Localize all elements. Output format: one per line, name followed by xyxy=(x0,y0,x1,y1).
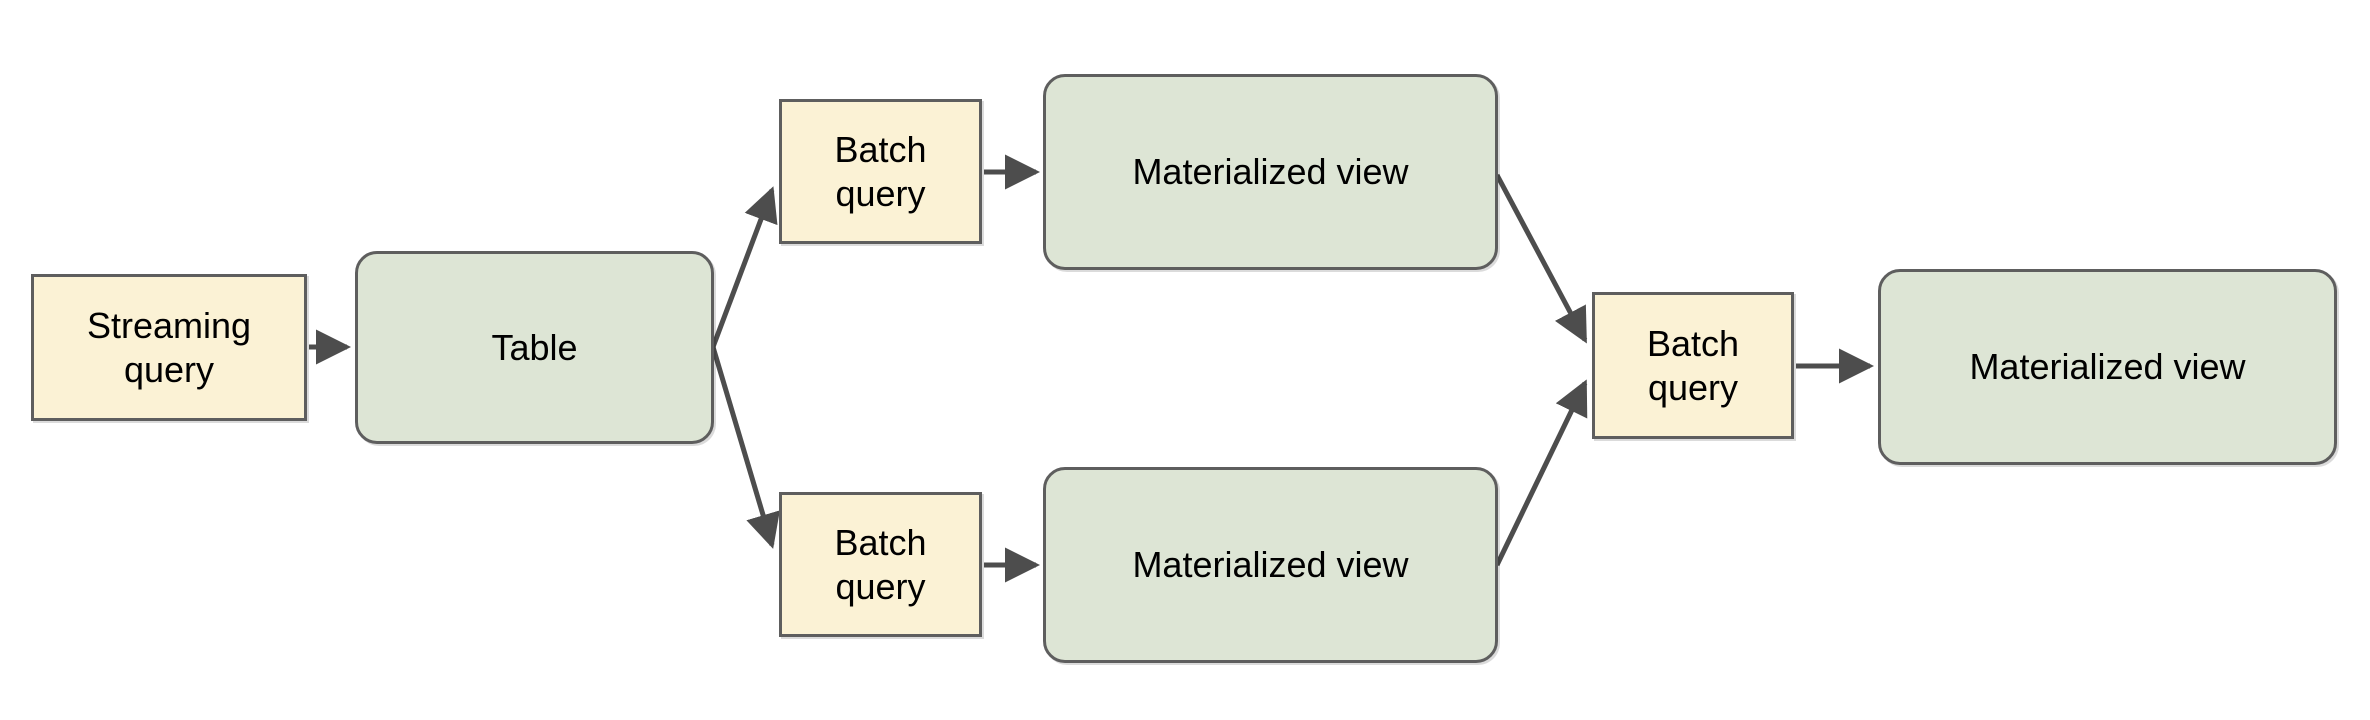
node-materialized-view-top-label: Materialized view xyxy=(1132,151,1409,193)
node-batch-query-bottom[interactable]: Batch query xyxy=(779,492,982,637)
node-materialized-view-bottom[interactable]: Materialized view xyxy=(1043,467,1498,663)
node-materialized-view-final[interactable]: Materialized view xyxy=(1878,269,2337,465)
node-materialized-view-final-label: Materialized view xyxy=(1969,346,2246,388)
node-batch-query-top-label: Batch query xyxy=(834,128,927,214)
edge-materialized-view-top-to-batch-query-join xyxy=(1494,173,1588,344)
node-materialized-view-top[interactable]: Materialized view xyxy=(1043,74,1498,270)
node-streaming-query-label: Streaming query xyxy=(86,304,252,390)
node-materialized-view-bottom-label: Materialized view xyxy=(1132,544,1409,586)
edge-table-to-batch-query-top xyxy=(710,186,778,348)
edge-materialized-view-bottom-to-batch-query-join xyxy=(1494,379,1588,567)
node-batch-query-join[interactable]: Batch query xyxy=(1592,292,1794,439)
node-batch-query-bottom-label: Batch query xyxy=(834,521,927,607)
node-table[interactable]: Table xyxy=(355,251,714,444)
node-streaming-query[interactable]: Streaming query xyxy=(31,274,307,421)
node-table-label: Table xyxy=(491,326,578,368)
node-batch-query-join-label: Batch query xyxy=(1646,322,1740,408)
node-batch-query-top[interactable]: Batch query xyxy=(779,99,982,244)
edge-table-to-batch-query-bottom xyxy=(710,346,780,549)
